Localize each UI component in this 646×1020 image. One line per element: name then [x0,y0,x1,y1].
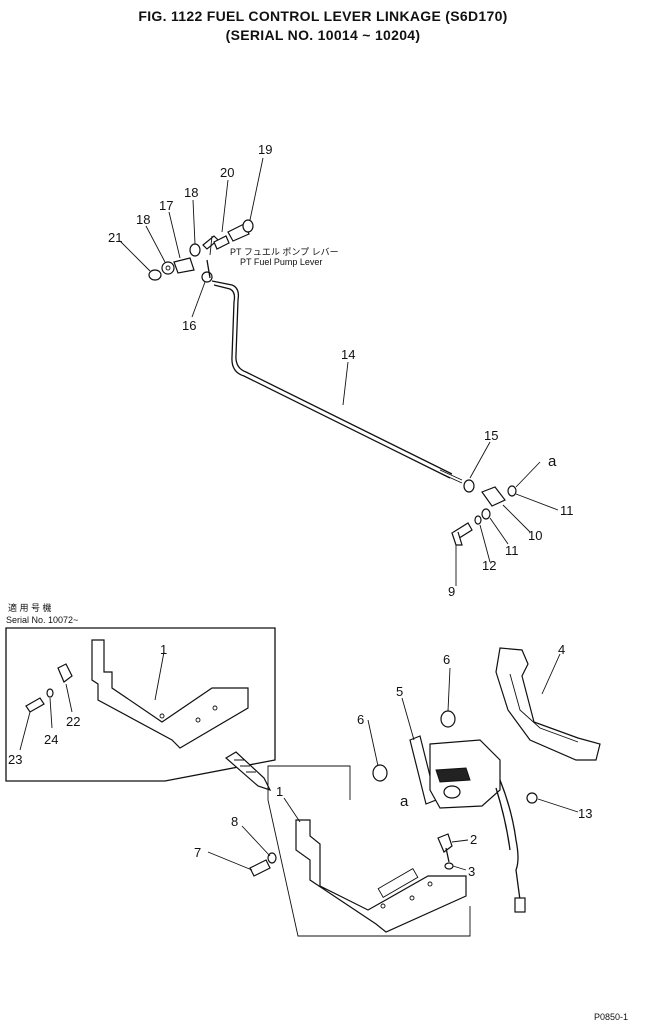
inset-stopper-22 [57,663,73,683]
callout-24: 24 [44,732,58,747]
mounting-bracket-1 [295,819,467,933]
figure-subtitle: (SERIAL NO. 10014 ~ 10204) [225,27,421,43]
callout-21: 21 [108,230,122,245]
rod-end-parts [451,461,559,586]
washer-18b [189,243,201,257]
bolt-2 [437,833,453,853]
callout-9: 9 [448,584,455,599]
pump-lever-label-en: PT Fuel Pump Lever [240,257,322,267]
callout-11a: 11 [560,503,574,518]
callout-1: 1 [276,784,283,799]
callout-6b: 6 [443,652,450,667]
figure-title: FIG. 1122 FUEL CONTROL LEVER LINKAGE (S6… [138,8,508,24]
callout-18b: 18 [184,185,198,200]
inset-bolt-23 [25,697,45,713]
ball-joint-17 [173,257,195,274]
inset-label-jp: 適 用 号 機 [8,602,52,613]
callout-13: 13 [578,806,592,821]
linkage-rod [211,280,463,484]
nut-15 [463,479,475,493]
clip-11b [481,508,491,520]
ref-a-upper: a [548,453,557,470]
bracket-4 [495,647,601,761]
ref-a-lower: a [400,793,409,810]
callout-22: 22 [66,714,80,729]
bolt-7 [249,859,271,877]
nut-21 [148,269,162,281]
callout-10: 10 [528,528,542,543]
washer-3 [444,862,454,870]
joint-10 [481,486,506,507]
nut-16 [201,271,213,283]
nut-13 [526,792,538,804]
callout-2: 2 [470,832,477,847]
callout-5: 5 [396,684,403,699]
callout-23: 23 [8,752,22,767]
grommet-6a [372,764,388,782]
inset-frame [5,627,276,792]
callout-4: 4 [558,642,565,657]
page-code: P0850-1 [594,1012,628,1020]
callout-16: 16 [182,318,196,333]
callout-7: 7 [194,845,201,860]
pump-lever-fasteners [148,219,254,283]
callout-14: 14 [341,347,355,362]
callout-18a: 18 [136,212,150,227]
callout-12: 12 [482,558,496,573]
inset-bracket-1 [91,639,249,749]
washer-18a [161,261,175,275]
washer-12 [474,515,482,525]
callout-1-inset: 1 [160,642,167,657]
callout-6a: 6 [357,712,364,727]
callout-8: 8 [231,814,238,829]
pump-lever-label-jp: PT フュエル ポンプ レバー [230,247,339,257]
callout-15: 15 [484,428,498,443]
grommet-6b [440,710,456,728]
callout-19: 19 [258,142,272,157]
callout-20: 20 [220,165,234,180]
callout-3: 3 [468,864,475,879]
leader-lines-upper [119,157,491,479]
lower-bracket-assembly [207,647,601,937]
inset-arrow [224,751,272,792]
callout-17: 17 [159,198,173,213]
inset-washer-24 [46,688,54,698]
clip-11a [507,485,517,497]
callout-11b: 11 [505,543,519,558]
inset-label-en: Serial No. 10072~ [6,615,78,625]
